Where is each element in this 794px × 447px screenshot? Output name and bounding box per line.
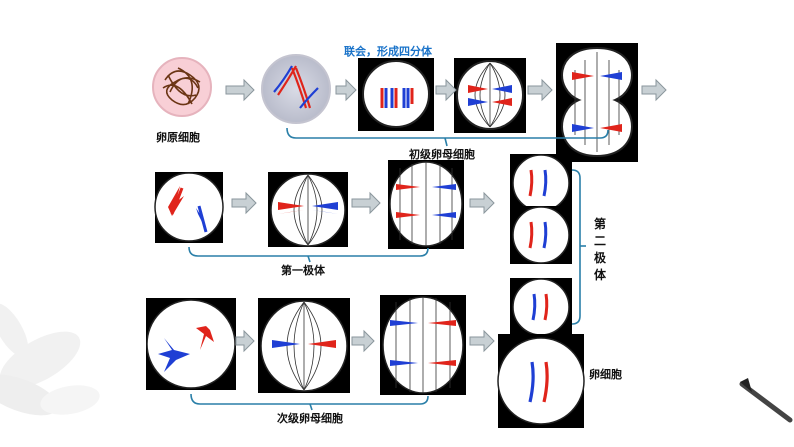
synapsis-label: 联会，形成四分体 xyxy=(344,45,432,58)
metaphase-ii-pb-cell xyxy=(268,172,348,247)
secondary-oocyte-cell xyxy=(146,298,236,390)
arrows-row-1 xyxy=(225,78,667,102)
oogonium-cell xyxy=(151,53,214,122)
anaphase-ii-pb-cell xyxy=(388,160,464,249)
anaphase-ii-oocyte-cell xyxy=(380,295,466,395)
second-polar-body-label: 第二极体 xyxy=(593,217,606,282)
synapsis-cell xyxy=(258,53,335,125)
egg-cell-label: 卵细胞 xyxy=(589,368,622,381)
primary-oocyte-bracket xyxy=(286,127,609,139)
polar-body-1-cell xyxy=(154,172,224,243)
first-polar-body-bracket xyxy=(188,246,429,257)
arrows-row-2 xyxy=(231,191,495,215)
second-polar-body-b xyxy=(510,206,572,264)
second-polar-body-c xyxy=(510,278,572,336)
second-polar-body-bracket xyxy=(571,169,581,325)
first-polar-body-label: 第一极体 xyxy=(281,264,325,277)
secondary-oocyte-bracket xyxy=(190,393,429,405)
metaphase-ii-oocyte-cell xyxy=(258,298,350,393)
anaphase-i-cell xyxy=(556,43,638,162)
decorative-flower xyxy=(0,303,100,416)
second-polar-body-a xyxy=(510,154,572,212)
secondary-oocyte-label: 次级卵母细胞 xyxy=(277,412,343,425)
decorative-brush xyxy=(739,378,793,423)
metaphase-i-cell xyxy=(454,58,526,133)
arrows-row-3 xyxy=(235,329,495,353)
egg-cell xyxy=(497,334,585,428)
tetrad-cell xyxy=(358,58,434,131)
primary-oocyte-label: 初级卵母细胞 xyxy=(409,148,475,161)
oogonium-label: 卵原细胞 xyxy=(156,131,200,144)
